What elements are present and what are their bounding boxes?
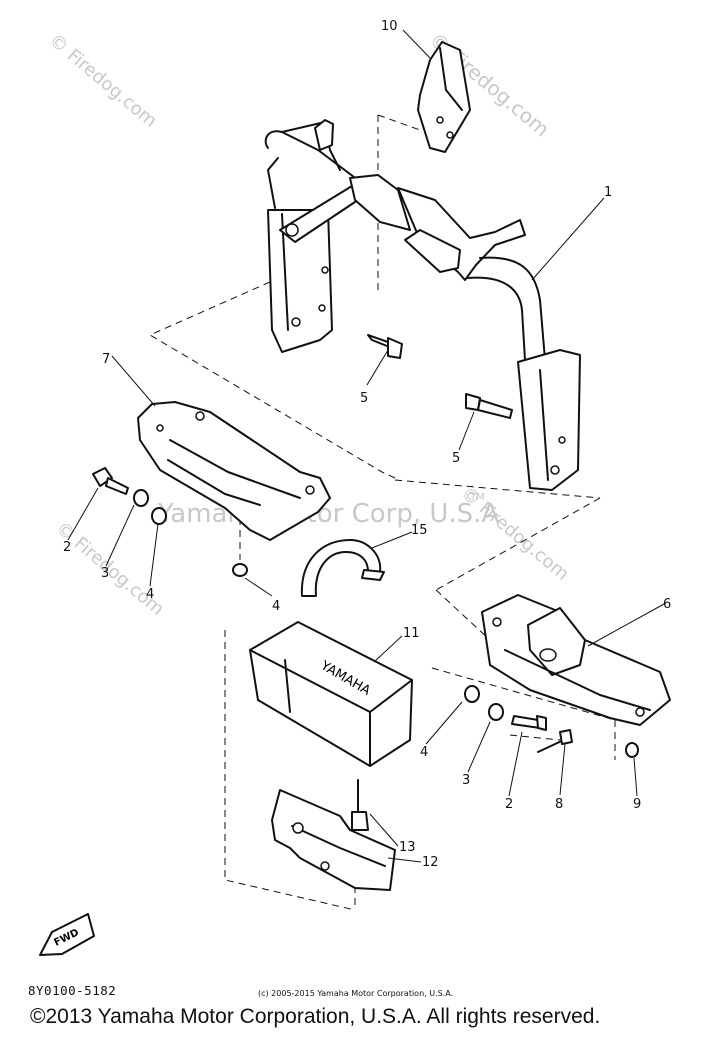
bolt-5a [367, 334, 403, 359]
callout-9: 9 [633, 797, 641, 812]
battery-11: YAMAHA [249, 621, 413, 767]
callout-13: 13 [399, 840, 416, 855]
site-watermark-3: © Firedog.com [52, 518, 168, 620]
fasteners-right [464, 685, 639, 758]
callout-5b: 5 [452, 451, 460, 466]
parts-code: 8Y0100-5182 [28, 983, 117, 998]
callout-4a: 4 [146, 587, 154, 602]
callout-2a: 2 [63, 540, 71, 555]
main-copyright: ©2013 Yamaha Motor Corporation, U.S.A. A… [30, 1005, 601, 1028]
callout-10: 10 [381, 19, 398, 34]
callout-4b: 4 [272, 599, 280, 614]
trademark-mark: TM [469, 492, 485, 503]
bracket-10 [417, 41, 471, 153]
callout-7: 7 [102, 352, 110, 367]
clamp-15 [300, 539, 385, 597]
callout-12: 12 [422, 855, 439, 870]
callout-1: 1 [604, 185, 612, 200]
callout-11: 11 [403, 626, 420, 641]
callout-15: 15 [411, 523, 428, 538]
callout-2b: 2 [505, 797, 513, 812]
bracket-12 [271, 789, 396, 891]
fwd-arrow-icon: FWD [39, 913, 95, 956]
callout-3a: 3 [101, 566, 109, 581]
callout-4c: 4 [420, 745, 428, 760]
center-watermark: Yamaha Motor Corp, U.S.A [157, 499, 499, 529]
callout-3b: 3 [462, 773, 470, 788]
pin-13 [351, 779, 369, 831]
small-copyright: (c) 2005-2015 Yamaha Motor Corporation, … [258, 989, 454, 998]
callout-6: 6 [663, 597, 671, 612]
bolt-5b [465, 393, 513, 419]
callout-labels: 10 1 7 5 5 2 3 4 4 15 6 11 4 3 2 8 9 13 … [63, 19, 671, 870]
callout-8: 8 [555, 797, 563, 812]
frame-1 [264, 119, 581, 491]
bracket-6 [481, 594, 671, 726]
leader-lines [67, 29, 665, 863]
site-watermark-1: © Firedog.com [45, 30, 161, 132]
callout-5a: 5 [360, 391, 368, 406]
fasteners-left [92, 467, 248, 577]
bracket-7 [137, 401, 331, 541]
